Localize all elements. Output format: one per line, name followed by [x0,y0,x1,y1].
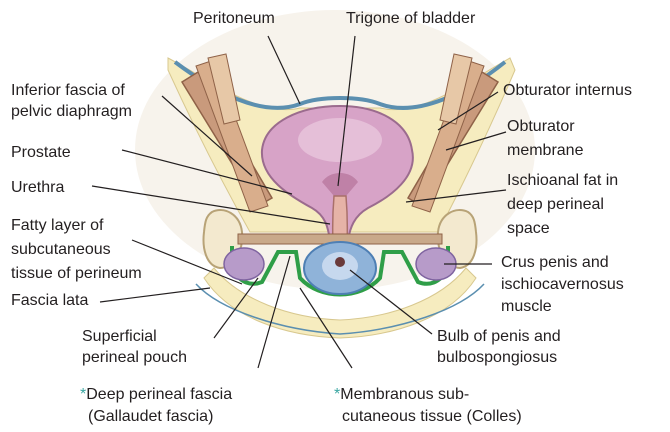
label-bulb-line2: bulbospongiosus [437,347,557,369]
label-membranous-line2: cutaneous tissue (Colles) [342,406,522,428]
label-inferior-fascia-line1: Inferior fascia of [11,80,125,102]
label-peritoneum: Peritoneum [193,8,275,30]
membranous-text: Membranous sub- [340,386,469,403]
label-membranous-line1: *Membranous sub- [334,384,469,406]
leader-fascia-lata [100,288,210,302]
label-urethra: Urethra [11,177,64,199]
deep-fascia-text: Deep perineal fascia [86,386,232,403]
label-superficial-pouch-line2: perineal pouch [82,347,187,369]
crus-penis-left [224,248,264,280]
bladder-highlight [298,118,382,162]
label-inferior-fascia-line2: pelvic diaphragm [11,101,132,123]
label-obturator-membrane-line2: membrane [507,140,583,162]
label-crus-line3: muscle [501,296,552,318]
label-prostate: Prostate [11,142,71,164]
label-fatty-layer-line2: subcutaneous [11,239,111,261]
label-ischioanal-line2: deep perineal [507,194,604,216]
spongy-urethra [335,257,345,267]
label-deep-fascia-line1: *Deep perineal fascia [80,384,232,406]
label-crus-line1: Crus penis and [501,252,609,274]
label-obturator-membrane-line1: Obturator [507,116,575,138]
label-ischioanal-line1: Ischioanal fat in [507,170,618,192]
label-crus-line2: ischiocavernosus [501,274,624,296]
label-deep-fascia-line2: (Gallaudet fascia) [88,406,213,428]
label-superficial-pouch-line1: Superficial [82,326,157,348]
label-ischioanal-line3: space [507,218,550,240]
label-trigone: Trigone of bladder [346,8,475,30]
label-obturator-internus: Obturator internus [503,80,632,102]
label-fatty-layer-line1: Fatty layer of [11,215,103,237]
label-fascia-lata: Fascia lata [11,290,88,312]
label-fatty-layer-line3: tissue of perineum [11,263,142,285]
label-bulb-line1: Bulb of penis and [437,326,561,348]
